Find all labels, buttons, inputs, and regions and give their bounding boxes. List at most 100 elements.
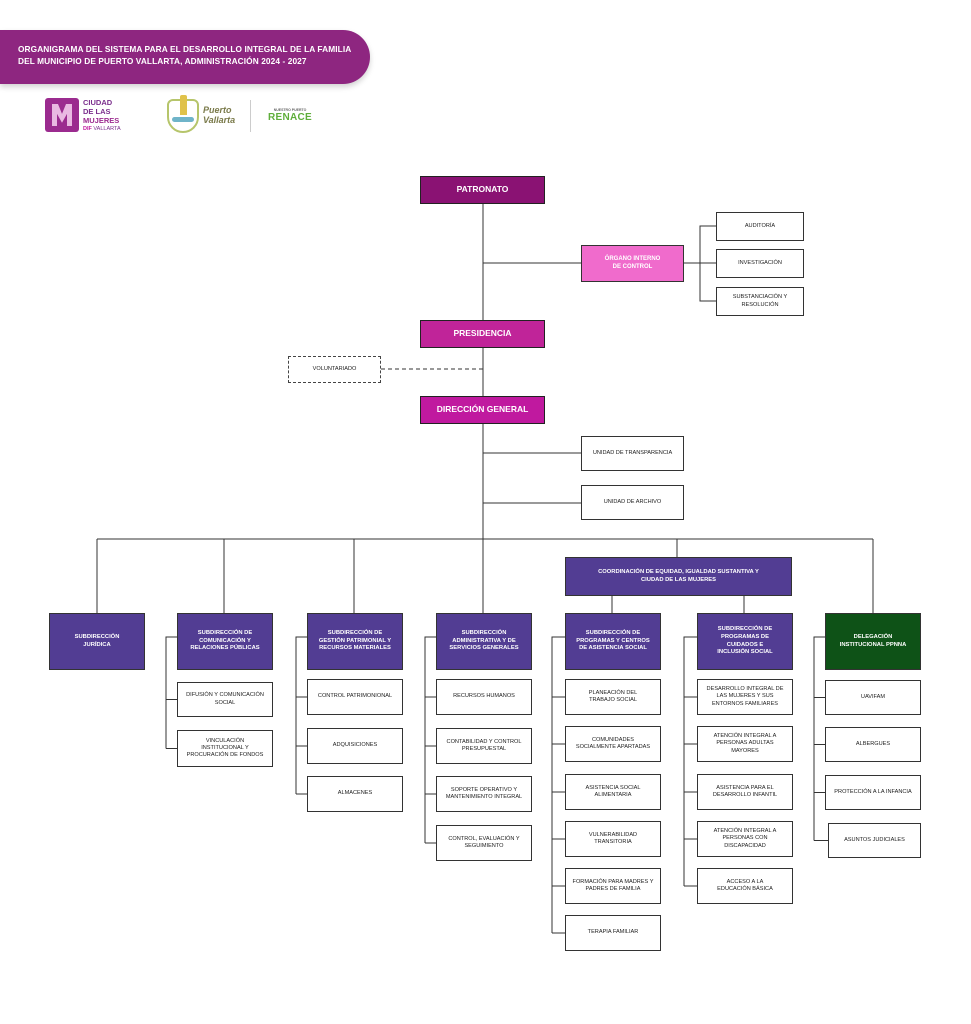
node-label: ASISTENCIA SOCIAL ALIMENTARIA: [585, 784, 641, 798]
renace-logo: NUESTRO PUERTO RENACE: [260, 108, 320, 128]
node-child[interactable]: PLANEACIÓN DEL TRABAJO SOCIAL: [565, 679, 661, 715]
node-column-head[interactable]: SUBDIRECCIÓN DE COMUNICACIÓN Y RELACIONE…: [177, 613, 273, 670]
lighthouse-shield-icon: [167, 95, 199, 133]
node-label: AUDITORÍA: [744, 222, 776, 229]
node-child[interactable]: PROTECCIÓN A LA INFANCIA: [825, 775, 921, 810]
node-column-head[interactable]: DELEGACIÓN INSTITUCIONAL PPNNA: [825, 613, 921, 670]
node-column-head[interactable]: SUBDIRECCIÓN DE PROGRAMAS DE CUIDADOS E …: [697, 613, 793, 670]
node-unidad-transparencia[interactable]: UNIDAD DE TRANSPARENCIA: [581, 436, 684, 471]
bracket-line: [295, 636, 307, 794]
logo-line: DE LAS: [83, 107, 111, 116]
bracket-line: [683, 636, 697, 886]
node-label: VINCULACIÓN INSTITUCIONAL Y PROCURACIÓN …: [186, 737, 264, 759]
node-child[interactable]: VULNERABILIDAD TRANSITORIA: [565, 821, 661, 857]
node-label: DIFUSIÓN Y COMUNICACIÓN SOCIAL: [186, 692, 264, 706]
node-auditoria[interactable]: AUDITORÍA: [716, 212, 804, 241]
node-organo-interno-control[interactable]: ÓRGANO INTERNO DE CONTROL: [581, 245, 684, 282]
bracket-line: [165, 636, 177, 749]
page-title: ORGANIGRAMA DEL SISTEMA PARA EL DESARROL…: [18, 44, 352, 66]
logo-line: RENACE: [267, 112, 313, 123]
node-child[interactable]: ADQUISICIONES: [307, 728, 403, 764]
node-coordinacion-equidad[interactable]: COORDINACIÓN DE EQUIDAD, IGUALDAD SUSTAN…: [565, 557, 792, 596]
node-label: ADQUISICIONES: [332, 742, 378, 749]
node-label: INVESTIGACIÓN: [738, 259, 782, 266]
node-label: ASISTENCIA PARA EL DESARROLLO INFANTIL: [712, 784, 778, 798]
node-label: DIRECCIÓN GENERAL: [436, 404, 529, 415]
node-label: UNIDAD DE TRANSPARENCIA: [592, 449, 673, 456]
node-child[interactable]: ASISTENCIA PARA EL DESARROLLO INFANTIL: [697, 774, 793, 810]
node-label: ACCESO A LA EDUCACIÓN BÁSICA: [717, 878, 773, 892]
node-child[interactable]: TERAPIA FAMILIAR: [565, 915, 661, 951]
logo-divider: [250, 100, 251, 132]
node-label: SUBSTANCIACIÓN Y RESOLUCIÓN: [732, 294, 788, 308]
node-label: ASUNTOS JUDICIALES: [844, 836, 905, 843]
node-label: SUBDIRECCIÓN ADMINISTRATIVA Y DE SERVICI…: [449, 630, 519, 652]
node-child[interactable]: VINCULACIÓN INSTITUCIONAL Y PROCURACIÓN …: [177, 730, 273, 767]
node-label: DESARROLLO INTEGRAL DE LAS MUJERES Y SUS…: [706, 686, 784, 707]
node-child[interactable]: ASISTENCIA SOCIAL ALIMENTARIA: [565, 774, 661, 810]
node-child[interactable]: ACCESO A LA EDUCACIÓN BÁSICA: [697, 868, 793, 904]
node-child[interactable]: FORMACIÓN PARA MADRES Y PADRES DE FAMILI…: [565, 868, 661, 904]
node-child[interactable]: RECURSOS HUMANOS: [436, 679, 532, 715]
node-child[interactable]: DIFUSIÓN Y COMUNICACIÓN SOCIAL: [177, 682, 273, 717]
node-child[interactable]: UAVIFAM: [825, 680, 921, 715]
bracket-line: [813, 636, 825, 841]
node-label: PRESIDENCIA: [453, 328, 512, 339]
logo-line: CIUDAD: [83, 98, 113, 107]
node-label: CONTROL PATRIMONIONAL: [317, 693, 393, 700]
node-child[interactable]: CONTROL PATRIMONIONAL: [307, 679, 403, 715]
node-patronato[interactable]: PATRONATO: [420, 176, 545, 204]
node-label: FORMACIÓN PARA MADRES Y PADRES DE FAMILI…: [572, 878, 654, 892]
logo-line: Puerto: [203, 105, 232, 115]
node-child[interactable]: CONTABILIDAD Y CONTROL PRESUPUESTAL: [436, 728, 532, 764]
node-child[interactable]: COMUNIDADES SOCIALMENTE APARTADAS: [565, 726, 661, 762]
node-label: TERAPIA FAMILIAR: [587, 929, 639, 936]
node-child[interactable]: DESARROLLO INTEGRAL DE LAS MUJERES Y SUS…: [697, 679, 793, 715]
node-column-head[interactable]: SUBDIRECCIÓN JURÍDICA: [49, 613, 145, 670]
node-label: SUBDIRECCIÓN JURÍDICA: [74, 633, 120, 648]
node-label: COORDINACIÓN DE EQUIDAD, IGUALDAD SUSTAN…: [598, 568, 759, 583]
node-label: COMUNIDADES SOCIALMENTE APARTADAS: [575, 736, 651, 750]
node-label: ATENCIÓN INTEGRAL A PERSONAS ADULTAS MAY…: [713, 733, 777, 754]
node-label: SUBDIRECCIÓN DE GESTIÓN PATRIMONIAL Y RE…: [318, 630, 392, 652]
node-presidencia[interactable]: PRESIDENCIA: [420, 320, 545, 348]
node-investigacion[interactable]: INVESTIGACIÓN: [716, 249, 804, 278]
node-label: CONTABILIDAD Y CONTROL PRESUPUESTAL: [446, 738, 522, 752]
ciudad-mujeres-logo: CIUDAD DE LAS MUJERES DIF VALLARTA: [45, 98, 135, 134]
node-child[interactable]: ATENCIÓN INTEGRAL A PERSONAS ADULTAS MAY…: [697, 726, 793, 762]
node-child[interactable]: ASUNTOS JUDICIALES: [828, 823, 921, 858]
node-child[interactable]: ALMACENES: [307, 776, 403, 812]
logo-line: DIF: [83, 126, 92, 132]
node-direccion-general[interactable]: DIRECCIÓN GENERAL: [420, 396, 545, 424]
node-column-head[interactable]: SUBDIRECCIÓN DE GESTIÓN PATRIMONIAL Y RE…: [307, 613, 403, 670]
node-label: ATENCIÓN INTEGRAL A PERSONAS CON DISCAPA…: [713, 828, 777, 849]
node-column-head[interactable]: SUBDIRECCIÓN DE PROGRAMAS Y CENTROS DE A…: [565, 613, 661, 670]
node-substanciacion[interactable]: SUBSTANCIACIÓN Y RESOLUCIÓN: [716, 287, 804, 316]
node-voluntariado[interactable]: VOLUNTARIADO: [288, 356, 381, 383]
node-child[interactable]: ALBERGUES: [825, 727, 921, 762]
node-unidad-archivo[interactable]: UNIDAD DE ARCHIVO: [581, 485, 684, 520]
node-child[interactable]: SOPORTE OPERATIVO Y MANTENIMIENTO INTEGR…: [436, 776, 532, 812]
m-emblem-icon: [45, 98, 79, 132]
node-label: SOPORTE OPERATIVO Y MANTENIMIENTO INTEGR…: [445, 786, 523, 800]
node-label: UNIDAD DE ARCHIVO: [603, 498, 662, 505]
node-label: ALMACENES: [337, 790, 373, 797]
connector-group: [96, 203, 874, 613]
node-label: DELEGACIÓN INSTITUCIONAL PPNNA: [839, 633, 907, 648]
node-child[interactable]: CONTROL, EVALUACIÓN Y SEGUIMIENTO: [436, 825, 532, 861]
puerto-vallarta-logo: Puerto Vallarta: [167, 95, 247, 137]
connector-line: [699, 225, 716, 302]
bracket-group: [165, 636, 828, 934]
node-label: RECURSOS HUMANOS: [453, 693, 515, 700]
node-label: PLANEACIÓN DEL TRABAJO SOCIAL: [588, 689, 638, 703]
node-label: SUBDIRECCIÓN DE PROGRAMAS DE CUIDADOS E …: [717, 626, 773, 656]
node-label: VULNERABILIDAD TRANSITORIA: [588, 831, 638, 845]
node-child[interactable]: ATENCIÓN INTEGRAL A PERSONAS CON DISCAPA…: [697, 821, 793, 857]
logo-line: VALLARTA: [93, 126, 121, 132]
node-label: ALBERGUES: [855, 740, 891, 747]
node-label: PATRONATO: [456, 184, 509, 195]
node-label: PROTECCIÓN A LA INFANCIA: [834, 788, 912, 795]
node-column-head[interactable]: SUBDIRECCIÓN ADMINISTRATIVA Y DE SERVICI…: [436, 613, 532, 670]
logo-line: Vallarta: [203, 115, 236, 125]
